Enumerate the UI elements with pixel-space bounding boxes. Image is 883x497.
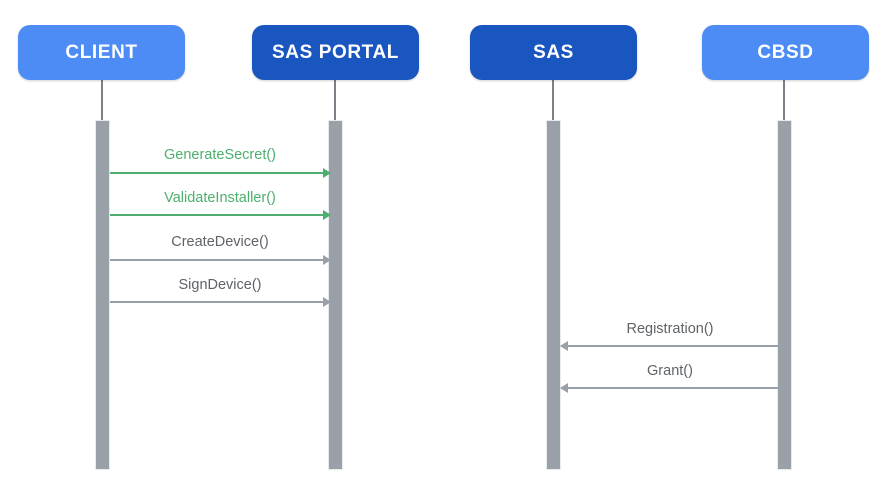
activation-bar-sas-portal <box>328 120 343 470</box>
arrow-head-right-sign-device <box>323 297 331 307</box>
lifeline-sas <box>552 80 554 120</box>
message-label-sign-device: SignDevice() <box>178 277 262 293</box>
arrow-head-right-validate-installer <box>323 210 331 220</box>
message-line-grant <box>561 387 779 389</box>
actor-label-sas-portal: SAS PORTAL <box>271 41 400 63</box>
message-label-validate-installer: ValidateInstaller() <box>164 190 276 206</box>
activation-bar-client <box>95 120 110 470</box>
message-line-generate-secret <box>110 172 330 174</box>
message-line-sign-device <box>110 301 330 303</box>
lifeline-client <box>101 80 103 120</box>
arrow-head-right-create-device <box>323 255 331 265</box>
message-line-create-device <box>110 259 330 261</box>
lifeline-sas-portal <box>334 80 336 120</box>
actor-box-sas[interactable]: SAS <box>470 25 637 80</box>
actor-label-sas: SAS <box>533 41 574 63</box>
message-label-create-device: CreateDevice() <box>171 234 269 250</box>
activation-bar-sas <box>546 120 561 470</box>
actor-box-sas-portal[interactable]: SAS PORTAL <box>252 25 419 80</box>
actor-label-client: CLIENT <box>65 41 138 63</box>
activation-bar-cbsd <box>777 120 792 470</box>
arrow-head-left-registration <box>560 341 568 351</box>
message-line-registration <box>561 345 779 347</box>
actor-label-cbsd: CBSD <box>757 41 814 63</box>
lifeline-cbsd <box>783 80 785 120</box>
message-line-validate-installer <box>110 214 330 216</box>
message-label-generate-secret: GenerateSecret() <box>163 147 277 163</box>
message-label-grant: Grant() <box>647 363 693 379</box>
arrow-head-right-generate-secret <box>323 168 331 178</box>
actor-box-cbsd[interactable]: CBSD <box>702 25 869 80</box>
message-label-registration: Registration() <box>626 321 714 337</box>
arrow-head-left-grant <box>560 383 568 393</box>
actor-box-client[interactable]: CLIENT <box>18 25 185 80</box>
